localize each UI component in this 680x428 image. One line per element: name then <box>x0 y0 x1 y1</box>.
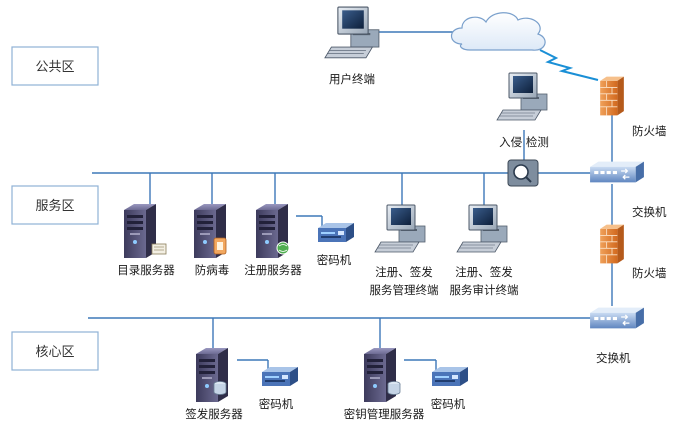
antivirus-server[interactable]: 防病毒 <box>194 204 230 277</box>
zone-label-public: 公共区 <box>35 60 74 75</box>
cipher-machine-core-1[interactable]: 密码机 <box>259 367 298 411</box>
cipher-machine-service[interactable]: 密码机 <box>317 223 354 267</box>
internet-cloud-icon <box>450 12 546 51</box>
firewall-icon <box>599 76 625 116</box>
document-stack-icon <box>151 243 167 255</box>
firewall-top-label: 防火墙 <box>632 124 667 138</box>
database-badge-icon <box>213 381 227 395</box>
catalog-server[interactable]: 目录服务器 <box>117 204 175 277</box>
firewall-top[interactable]: 防火墙 <box>599 76 667 138</box>
switch-bottom[interactable]: 交换机 <box>589 306 645 365</box>
intrusion-detection-label: 入侵 检测 <box>499 135 549 149</box>
workstation-icon <box>496 72 548 121</box>
zone-core: 核心区 <box>11 331 99 371</box>
firewall-mid[interactable]: 防火墙 <box>599 224 667 280</box>
ids-probe-icon <box>507 159 539 187</box>
cipher-machine-core-2[interactable]: 密码机 <box>431 367 468 411</box>
switch-top[interactable]: 交换机 <box>589 160 667 219</box>
zone-service: 服务区 <box>11 185 99 225</box>
workstation-icon <box>374 204 426 253</box>
server-icon <box>124 204 156 258</box>
signing-server-label: 签发服务器 <box>185 407 243 421</box>
zone-public: 公共区 <box>11 46 99 86</box>
shield-badge-icon <box>213 237 227 255</box>
switch-top-label: 交换机 <box>632 205 667 219</box>
switch-bottom-label: 交换机 <box>596 351 631 365</box>
service-management-terminal[interactable]: 注册、签发 服务管理终端 <box>370 204 439 297</box>
key-management-server[interactable]: 密钥管理服务器 <box>344 348 425 421</box>
cipher-machine-core1-label: 密码机 <box>259 397 294 411</box>
cipher-machine-icon <box>318 223 354 242</box>
database-badge-icon <box>387 381 401 395</box>
mgmt-terminal-label-line1: 注册、签发 <box>375 265 433 279</box>
workstation-icon <box>456 204 508 253</box>
firewall-icon <box>599 224 625 264</box>
catalog-server-label: 目录服务器 <box>117 263 175 277</box>
registration-server-label: 注册服务器 <box>244 263 302 277</box>
mgmt-terminal-label-line2: 服务管理终端 <box>370 283 439 297</box>
user-terminal-label: 用户终端 <box>329 72 375 86</box>
switch-icon <box>589 306 645 330</box>
service-audit-terminal[interactable]: 注册、签发 服务审计终端 <box>450 204 519 297</box>
audit-terminal-label-line1: 注册、签发 <box>455 265 513 279</box>
workstation-icon <box>324 6 380 59</box>
user-terminal[interactable]: 用户终端 <box>324 6 380 86</box>
cipher-machine-service-label: 密码机 <box>317 253 352 267</box>
antivirus-label: 防病毒 <box>195 263 230 277</box>
switch-icon <box>589 160 645 184</box>
firewall-mid-label: 防火墙 <box>632 266 667 280</box>
globe-badge-icon <box>276 241 290 255</box>
intrusion-detection[interactable]: 入侵 检测 <box>496 72 549 149</box>
key-management-server-label: 密钥管理服务器 <box>344 407 425 421</box>
cipher-machine-icon <box>432 367 468 386</box>
audit-terminal-label-line2: 服务审计终端 <box>450 283 519 297</box>
zone-label-service: 服务区 <box>35 198 74 214</box>
registration-server[interactable]: 注册服务器 <box>244 204 302 277</box>
cipher-machine-core2-label: 密码机 <box>431 397 466 411</box>
cipher-machine-icon <box>262 367 298 386</box>
wan-lightning-link <box>539 49 599 81</box>
zone-label-core: 核心区 <box>35 345 74 360</box>
signing-server[interactable]: 签发服务器 <box>185 348 243 421</box>
